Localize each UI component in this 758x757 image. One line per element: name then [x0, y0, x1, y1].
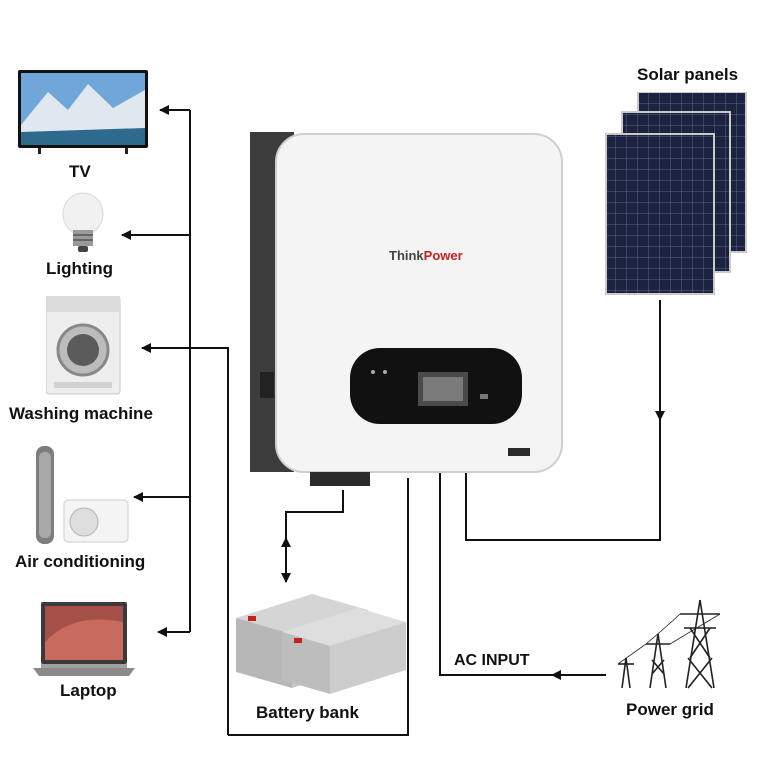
solar-panels-icon: [605, 92, 747, 295]
wire-solar-to-inverter: [465, 420, 661, 541]
laptop-label: Laptop: [60, 681, 117, 700]
ac-input-label: AC INPUT: [454, 652, 530, 669]
tv-icon: [18, 70, 148, 154]
air-conditioning-label: Air conditioning: [15, 552, 146, 571]
power-grid-icon: [617, 599, 721, 689]
laptop-icon: [33, 602, 135, 676]
solar-panels-label: Solar panels: [637, 65, 739, 84]
wire-to-washing-machine: [141, 343, 229, 735]
power-grid-label: Power grid: [626, 700, 714, 719]
air-conditioner-icon: [36, 446, 129, 544]
wire-inverter-return: [228, 478, 409, 736]
inverter-brand: ThinkPower: [389, 248, 463, 263]
washing-machine-icon: [46, 296, 121, 395]
wire-ac-input: [439, 472, 606, 676]
wire-battery-dc: [285, 490, 344, 578]
light-bulb-icon: [62, 192, 104, 252]
tv-label: TV: [69, 162, 91, 181]
brand-suffix: Power: [423, 248, 463, 263]
inverter-unit: [250, 132, 563, 486]
lighting-label: Lighting: [46, 259, 114, 278]
brand-prefix: Think: [389, 248, 424, 263]
battery-bank-icon: [236, 594, 406, 694]
battery-bank-label: Battery bank: [256, 703, 359, 722]
washing-machine-label: Washing machine: [9, 404, 153, 423]
